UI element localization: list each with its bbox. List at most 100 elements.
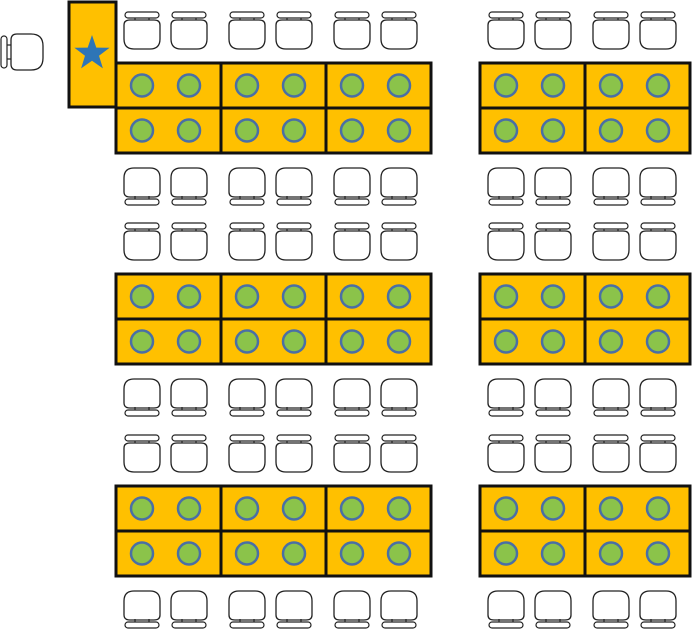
chair-icon[interactable] — [639, 167, 677, 206]
occupied-seat-circle-icon[interactable] — [281, 496, 307, 521]
occupied-seat-circle-icon[interactable] — [598, 541, 624, 566]
occupied-seat-circle-icon[interactable] — [234, 541, 260, 566]
chair-icon[interactable] — [228, 167, 266, 206]
chair-icon[interactable] — [592, 11, 630, 50]
occupied-seat-circle-icon[interactable] — [598, 496, 624, 521]
occupied-seat-circle-icon[interactable] — [598, 118, 624, 143]
occupied-seat-circle-icon[interactable] — [176, 329, 202, 354]
occupied-seat-circle-icon[interactable] — [493, 73, 519, 98]
occupied-seat-circle-icon[interactable] — [129, 118, 155, 143]
table-section[interactable] — [324, 106, 433, 155]
occupied-seat-circle-icon[interactable] — [540, 496, 566, 521]
chair-icon[interactable] — [639, 222, 677, 261]
occupied-seat-circle-icon[interactable] — [386, 284, 412, 309]
occupied-seat-circle-icon[interactable] — [540, 284, 566, 309]
occupied-seat-circle-icon[interactable] — [339, 73, 365, 98]
chair-icon[interactable] — [123, 378, 161, 417]
occupied-seat-circle-icon[interactable] — [598, 73, 624, 98]
chair-icon[interactable] — [380, 378, 418, 417]
occupied-seat-circle-icon[interactable] — [645, 541, 671, 566]
chair-icon[interactable] — [333, 590, 371, 629]
chair-icon[interactable] — [380, 222, 418, 261]
chair-icon[interactable] — [170, 434, 208, 473]
chair-icon[interactable] — [534, 590, 572, 629]
occupied-seat-circle-icon[interactable] — [176, 118, 202, 143]
occupied-seat-circle-icon[interactable] — [645, 329, 671, 354]
occupied-seat-circle-icon[interactable] — [540, 329, 566, 354]
chair-icon[interactable] — [333, 378, 371, 417]
chair-icon[interactable] — [170, 222, 208, 261]
chair-icon[interactable] — [170, 590, 208, 629]
chair-icon[interactable] — [639, 378, 677, 417]
chair-icon[interactable] — [487, 167, 525, 206]
occupied-seat-circle-icon[interactable] — [281, 284, 307, 309]
chair-icon[interactable] — [275, 434, 313, 473]
occupied-seat-circle-icon[interactable] — [176, 284, 202, 309]
occupied-seat-circle-icon[interactable] — [234, 118, 260, 143]
occupied-seat-circle-icon[interactable] — [129, 284, 155, 309]
occupied-seat-circle-icon[interactable] — [234, 73, 260, 98]
occupied-seat-circle-icon[interactable] — [129, 329, 155, 354]
chair-icon[interactable] — [123, 11, 161, 50]
occupied-seat-circle-icon[interactable] — [386, 118, 412, 143]
occupied-seat-circle-icon[interactable] — [645, 284, 671, 309]
chair-icon[interactable] — [592, 167, 630, 206]
occupied-seat-circle-icon[interactable] — [493, 541, 519, 566]
occupied-seat-circle-icon[interactable] — [176, 73, 202, 98]
occupied-seat-circle-icon[interactable] — [386, 329, 412, 354]
occupied-seat-circle-icon[interactable] — [493, 329, 519, 354]
occupied-seat-circle-icon[interactable] — [645, 496, 671, 521]
chair-icon[interactable] — [534, 167, 572, 206]
occupied-seat-circle-icon[interactable] — [281, 73, 307, 98]
occupied-seat-circle-icon[interactable] — [386, 541, 412, 566]
chair-icon[interactable] — [333, 222, 371, 261]
chair-icon[interactable] — [123, 167, 161, 206]
chair-icon[interactable] — [228, 434, 266, 473]
chair-icon[interactable] — [487, 434, 525, 473]
chair-icon[interactable] — [487, 590, 525, 629]
occupied-seat-circle-icon[interactable] — [339, 329, 365, 354]
occupied-seat-circle-icon[interactable] — [493, 284, 519, 309]
chair-icon[interactable] — [592, 222, 630, 261]
occupied-seat-circle-icon[interactable] — [129, 541, 155, 566]
chair-icon[interactable] — [228, 378, 266, 417]
occupied-seat-circle-icon[interactable] — [339, 118, 365, 143]
occupied-seat-circle-icon[interactable] — [234, 329, 260, 354]
chair-icon[interactable] — [123, 434, 161, 473]
chair-icon[interactable] — [275, 590, 313, 629]
chair-icon[interactable] — [333, 167, 371, 206]
chair-icon[interactable] — [487, 11, 525, 50]
occupied-seat-circle-icon[interactable] — [281, 329, 307, 354]
chair-icon[interactable] — [592, 378, 630, 417]
occupied-seat-circle-icon[interactable] — [176, 541, 202, 566]
occupied-seat-circle-icon[interactable] — [493, 118, 519, 143]
occupied-seat-circle-icon[interactable] — [339, 284, 365, 309]
teacher-chair-icon[interactable] — [0, 33, 44, 71]
occupied-seat-circle-icon[interactable] — [540, 73, 566, 98]
chair-icon[interactable] — [170, 11, 208, 50]
chair-icon[interactable] — [534, 222, 572, 261]
occupied-seat-circle-icon[interactable] — [129, 496, 155, 521]
chair-icon[interactable] — [592, 434, 630, 473]
chair-icon[interactable] — [228, 222, 266, 261]
occupied-seat-circle-icon[interactable] — [339, 541, 365, 566]
chair-icon[interactable] — [639, 434, 677, 473]
chair-icon[interactable] — [275, 222, 313, 261]
occupied-seat-circle-icon[interactable] — [493, 496, 519, 521]
chair-icon[interactable] — [275, 11, 313, 50]
occupied-seat-circle-icon[interactable] — [645, 73, 671, 98]
occupied-seat-circle-icon[interactable] — [281, 541, 307, 566]
chair-icon[interactable] — [534, 11, 572, 50]
chair-icon[interactable] — [380, 434, 418, 473]
occupied-seat-circle-icon[interactable] — [176, 496, 202, 521]
chair-icon[interactable] — [228, 590, 266, 629]
table-section[interactable] — [583, 529, 692, 578]
chair-icon[interactable] — [534, 434, 572, 473]
chair-icon[interactable] — [380, 11, 418, 50]
occupied-seat-circle-icon[interactable] — [234, 496, 260, 521]
occupied-seat-circle-icon[interactable] — [281, 118, 307, 143]
occupied-seat-circle-icon[interactable] — [339, 496, 365, 521]
chair-icon[interactable] — [592, 590, 630, 629]
chair-icon[interactable] — [123, 222, 161, 261]
chair-icon[interactable] — [333, 11, 371, 50]
